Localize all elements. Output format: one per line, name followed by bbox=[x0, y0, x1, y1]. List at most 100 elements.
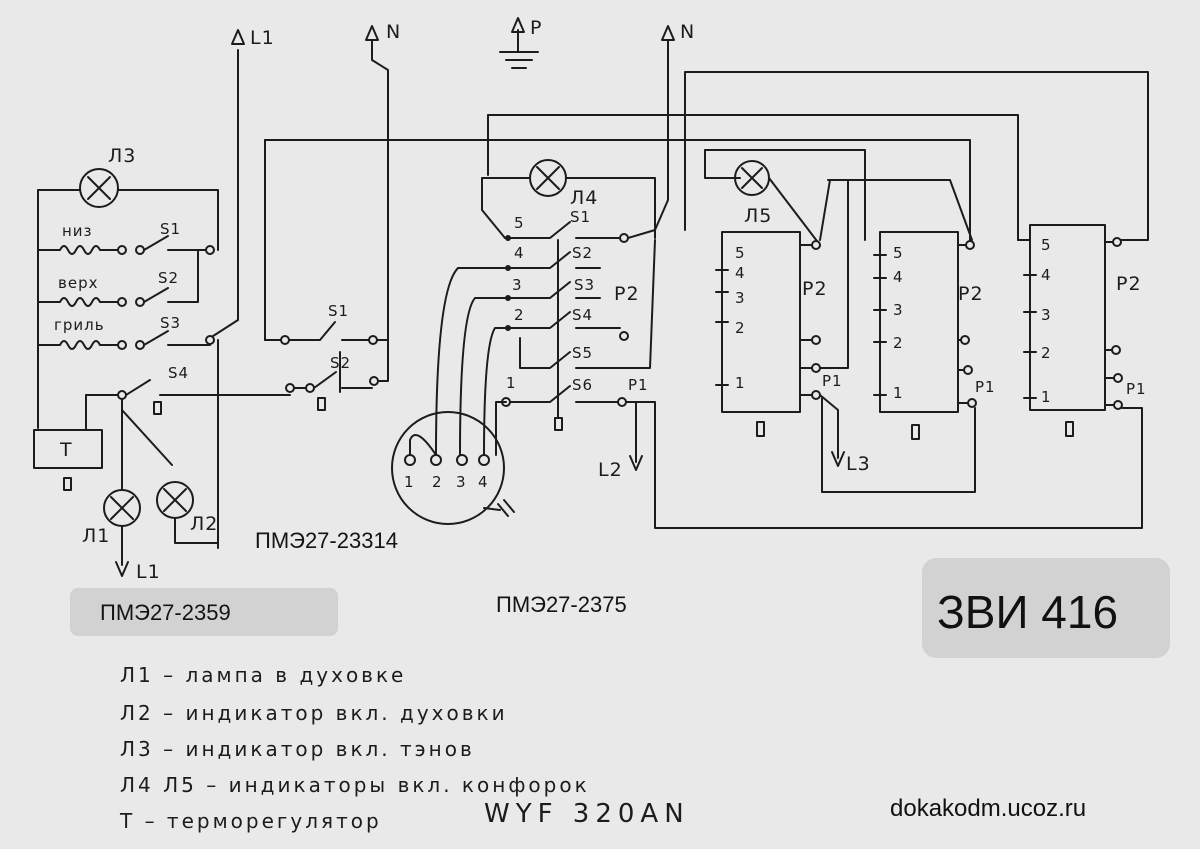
label-r3-contact-4: 4 bbox=[1041, 266, 1052, 284]
lamp-l1: Л1 L1 bbox=[82, 489, 161, 583]
switch-s4-left: S4 bbox=[85, 364, 295, 415]
label-switch-s2-left: S2 bbox=[158, 269, 179, 287]
label-lamp-l3: Л3 bbox=[108, 145, 136, 167]
label-switch-s5: S5 bbox=[572, 344, 593, 362]
left-switch-assembly: Л3 низ S1 верх S2 гриль bbox=[33, 145, 295, 583]
label-r1-contact-2: 2 bbox=[735, 319, 746, 337]
label-r2-contact-5: 5 bbox=[893, 244, 904, 262]
label-switch-s1-left: S1 bbox=[160, 220, 181, 238]
label-socket-2: 2 bbox=[432, 473, 443, 491]
supply-ground: P bbox=[499, 17, 542, 69]
label-socket-3: 3 bbox=[456, 473, 467, 491]
supply-n-left: N bbox=[365, 21, 401, 341]
socket-connector: 1 2 3 4 bbox=[391, 411, 515, 525]
legend-item-3: Л3 – индикатор вкл. тэнов bbox=[120, 737, 475, 761]
label-heater-grill: гриль bbox=[54, 316, 105, 334]
label-l1-top: L1 bbox=[250, 27, 275, 49]
label-thermostat: Т bbox=[59, 439, 73, 461]
switch-s1s2-block: S1 S2 bbox=[264, 139, 971, 411]
label-switch-s4-right: S4 bbox=[572, 306, 593, 324]
label-switch-s6: S6 bbox=[572, 376, 593, 394]
title-text: ЗВИ 416 bbox=[937, 586, 1118, 638]
label-relay-p1-r2: Р1 bbox=[975, 378, 996, 396]
label-r1-contact-4: 4 bbox=[735, 264, 746, 282]
label-l3: L3 bbox=[846, 453, 871, 475]
label-switch-s2-right: S2 bbox=[572, 244, 593, 262]
label-switch-s4-left: S4 bbox=[168, 364, 189, 382]
lamp-l2: Л2 bbox=[156, 481, 219, 544]
relay-block-2: 5 4 3 2 1 Р2 Р1 bbox=[827, 179, 996, 440]
label-r2-contact-4: 4 bbox=[893, 268, 904, 286]
lamp-l4: Л4 bbox=[481, 159, 656, 239]
label-l1-bottom: L1 bbox=[136, 561, 161, 583]
label-lamp-l1: Л1 bbox=[82, 525, 110, 547]
label-switch-s3-right: S3 bbox=[574, 276, 595, 294]
website-url: dokakodm.ucoz.ru bbox=[890, 795, 1086, 822]
label-lamp-l5: Л5 bbox=[744, 205, 772, 227]
label-contact-2: 2 bbox=[514, 306, 525, 324]
supply-l1-top: L1 bbox=[209, 27, 275, 339]
legend-item-5: Т – терморегулятор bbox=[119, 809, 382, 833]
label-contact-5: 5 bbox=[514, 214, 525, 232]
label-contact-1: 1 bbox=[506, 374, 517, 392]
heater-top: верх S2 bbox=[37, 249, 199, 307]
contact-row-1: 1 S6 Р1 bbox=[495, 374, 649, 456]
label-relay-p1-middle: Р1 bbox=[628, 376, 649, 394]
heater-bottom: низ S1 bbox=[37, 220, 215, 255]
label-l2: L2 bbox=[598, 459, 623, 481]
model-badge-left: ПМЭ27-2359 bbox=[70, 588, 338, 636]
contact-row-3: 3 S3 bbox=[459, 276, 601, 456]
label-heater-top: верх bbox=[58, 274, 98, 292]
label-socket-4: 4 bbox=[478, 473, 489, 491]
heater-grill: гриль S3 bbox=[37, 314, 215, 350]
thermostat-model: WYF 320AN bbox=[484, 799, 690, 829]
label-relay-p2-middle: Р2 bbox=[614, 283, 640, 305]
label-r1-contact-3: 3 bbox=[735, 289, 746, 307]
label-contact-4: 4 bbox=[514, 244, 525, 262]
supply-n-right: N bbox=[627, 21, 695, 239]
label-switch-s3-left: S3 bbox=[160, 314, 181, 332]
label-r1-contact-5: 5 bbox=[735, 244, 746, 262]
label-lamp-l2: Л2 bbox=[190, 513, 218, 535]
model-label-middle: ПМЭ27-2375 bbox=[496, 592, 627, 617]
label-r3-contact-3: 3 bbox=[1041, 306, 1052, 324]
label-r2-contact-2: 2 bbox=[893, 334, 904, 352]
contact-row-2: 2 S4 bbox=[483, 306, 629, 456]
thermostat: Т bbox=[33, 394, 103, 491]
label-r3-contact-5: 5 bbox=[1041, 236, 1052, 254]
label-lamp-l4: Л4 bbox=[570, 187, 598, 209]
relay-block-1: Л5 5 4 3 2 1 Р2 Р1 L3 bbox=[704, 149, 976, 493]
label-relay-p1-r3: Р1 bbox=[1126, 380, 1147, 398]
contact-row-s5: S5 bbox=[519, 239, 656, 369]
label-n-left: N bbox=[386, 21, 401, 43]
model-label-middle-left: ПМЭ27-23314 bbox=[255, 528, 398, 553]
label-relay-p2-r1: Р2 bbox=[802, 278, 828, 300]
label-r1-contact-1: 1 bbox=[735, 374, 746, 392]
label-relay-p2-r3: Р2 bbox=[1116, 273, 1142, 295]
middle-switch-block: Л4 5 S1 4 S2 3 S3 2 bbox=[435, 114, 1143, 529]
lamp-l3: Л3 bbox=[79, 145, 136, 208]
contact-row-5: 5 S1 bbox=[505, 208, 629, 243]
legend-item-1: Л1 – лампа в духовке bbox=[120, 663, 406, 687]
label-r2-contact-3: 3 bbox=[893, 301, 904, 319]
label-socket-1: 1 bbox=[404, 473, 415, 491]
lamp-l5: Л5 bbox=[734, 160, 772, 227]
model-label-left: ПМЭ27-2359 bbox=[100, 600, 231, 625]
title-badge: ЗВИ 416 bbox=[922, 558, 1170, 658]
label-relay-p1-r1: Р1 bbox=[822, 372, 843, 390]
label-heater-bottom: низ bbox=[62, 222, 93, 240]
relay-block-3: 5 4 3 2 1 Р2 Р1 bbox=[684, 71, 1149, 437]
legend-item-4: Л4 Л5 – индикаторы вкл. конфорок bbox=[120, 773, 590, 797]
legend: Л1 – лампа в духовке Л2 – индикатор вкл.… bbox=[119, 663, 690, 833]
label-relay-p2-r2: Р2 bbox=[958, 283, 984, 305]
label-n-right: N bbox=[680, 21, 695, 43]
label-ground: P bbox=[530, 17, 542, 39]
label-r2-contact-1: 1 bbox=[893, 384, 904, 402]
label-r3-contact-2: 2 bbox=[1041, 344, 1052, 362]
label-switch-s1-mid: S1 bbox=[328, 302, 349, 320]
legend-item-2: Л2 – индикатор вкл. духовки bbox=[120, 701, 508, 725]
label-contact-3: 3 bbox=[512, 276, 523, 294]
contact-row-4: 4 S2 bbox=[435, 244, 601, 456]
label-r3-contact-1: 1 bbox=[1041, 388, 1052, 406]
